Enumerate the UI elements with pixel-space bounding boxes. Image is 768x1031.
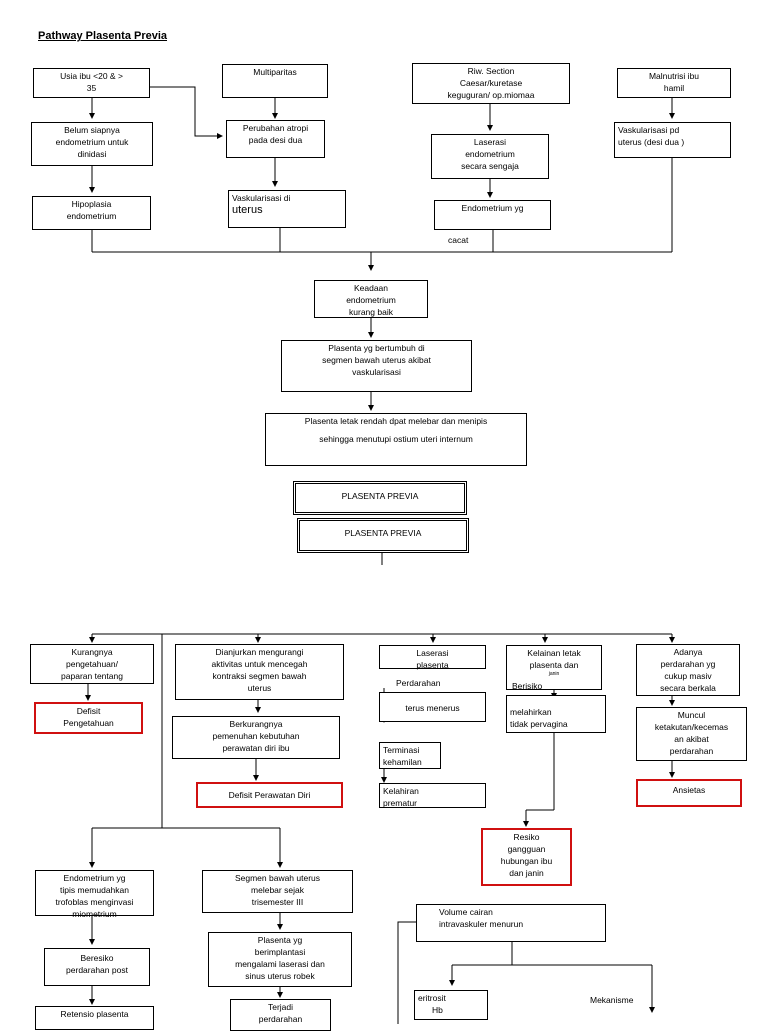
plasenta-letak-box: Plasenta letak rendah dpat melebar dan m… — [265, 413, 527, 466]
plasenta-previa-box-2: PLASENTA PREVIA — [297, 518, 469, 553]
terus-menerus-box: terus menerus — [379, 692, 486, 722]
perdarahan-text: Perdarahan — [396, 678, 441, 688]
retensio-box: Retensio plasenta — [35, 1006, 154, 1030]
endometrium-cacat-text: cacat — [448, 235, 469, 245]
defisit-perawatan-box: Defisit Perawatan Diri — [196, 782, 343, 808]
ansietas-box: Ansietas — [636, 779, 742, 807]
usia-box: Usia ibu <20 & >35 — [33, 68, 150, 98]
page-title: Pathway Plasenta Previa — [38, 30, 168, 42]
berisiko-text: Berisiko — [512, 681, 543, 691]
plasenta-previa-box-1: PLASENTA PREVIA — [293, 481, 467, 515]
endometrium-cacat-box: Endometrium yg — [434, 200, 551, 230]
mekanisme-text: Mekanisme — [590, 995, 634, 1005]
page-gap — [0, 585, 768, 605]
multiparitas-box: Multiparitas — [222, 64, 328, 98]
